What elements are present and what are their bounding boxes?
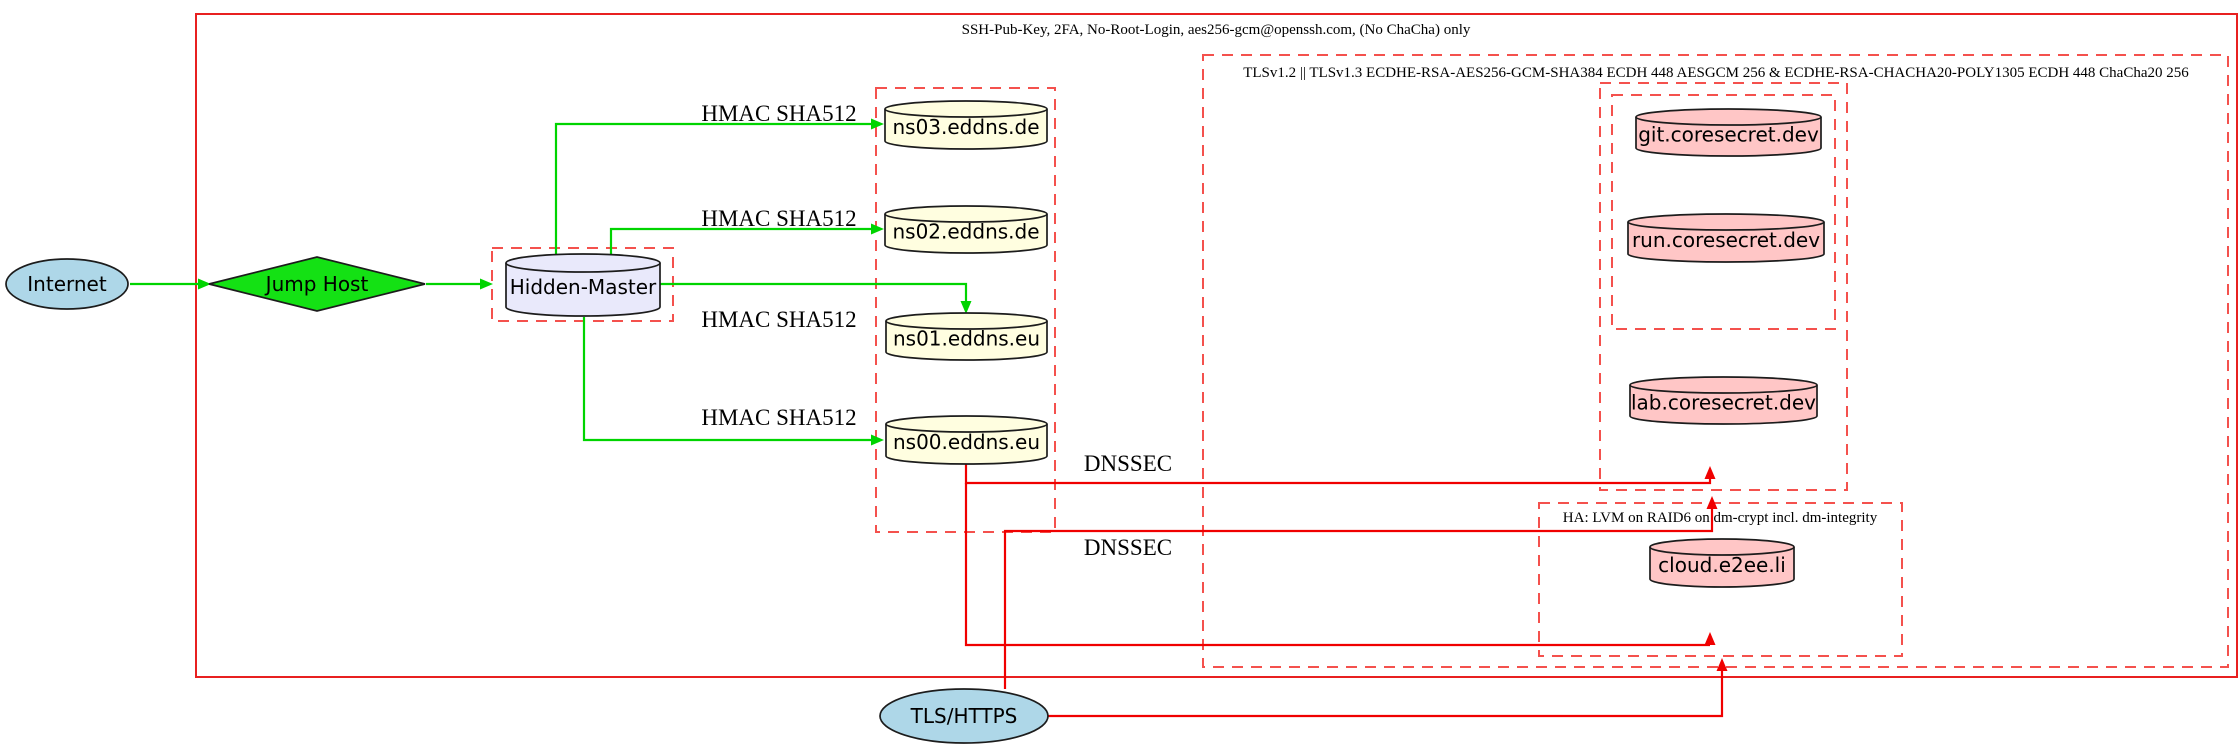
ns00-cylinder-rim <box>885 423 1048 433</box>
edge-hidden-master-to-ns02-arrowhead <box>871 223 884 235</box>
edge-hidden-master-to-ns03-arrowhead <box>871 118 884 130</box>
ns02-cylinder-rim <box>884 213 1048 223</box>
node-ns03: ns03.eddns.de <box>884 100 1048 150</box>
ns02-cylinder-body <box>884 205 1048 254</box>
ns03-label: ns03.eddns.de <box>892 115 1039 139</box>
edge-hidden-master-to-ns00 <box>582 317 871 442</box>
cluster-ssh-border <box>195 13 2238 678</box>
edge-tls-https-to-ha-arrowhead <box>1716 658 1728 671</box>
cluster-storage-border <box>1599 82 1848 491</box>
edge-ns00-dnssec-to-ha-arrowhead <box>1704 632 1716 645</box>
ns00-cylinder-body <box>885 415 1048 465</box>
edge-ns00-dnssec-to-storage <box>964 462 1712 485</box>
node-lab: lab.coresecret.dev <box>1629 376 1818 425</box>
edge-internet-to-jump-host-arrowhead <box>198 278 211 290</box>
edge-hidden-master-to-ns01-label: HMAC SHA512 <box>701 307 856 332</box>
hidden-master-cylinder-body <box>505 253 661 317</box>
cloud-cylinder-body <box>1649 538 1795 588</box>
node-tls-https: TLS/HTTPS <box>879 688 1049 744</box>
git-cylinder-body <box>1635 108 1822 157</box>
edge-ns00-dnssec-to-storage-arrowhead <box>1704 466 1716 479</box>
git-cylinder-rim <box>1635 116 1822 126</box>
edge-hidden-master-to-ns01-arrowhead <box>960 301 972 314</box>
hidden-master-label: Hidden-Master <box>510 275 657 299</box>
edge-jump-host-to-hidden-master-arrowhead <box>480 278 493 290</box>
run-cylinder-rim <box>1627 221 1825 231</box>
tls-https-ellipse-shape <box>879 688 1049 744</box>
node-hidden-master: Hidden-Master <box>505 253 661 317</box>
cloud-label: cloud.e2ee.li <box>1658 553 1786 577</box>
ns03-cylinder-rim <box>884 108 1048 118</box>
lab-cylinder-body <box>1629 376 1818 425</box>
edge-ns00-dnssec-to-ha <box>964 483 1710 647</box>
edge-hidden-master-to-ns01 <box>660 282 968 301</box>
edge-tls-https-to-storage-label: DNSSEC <box>1084 535 1172 560</box>
ns01-cylinder-rim <box>885 320 1048 330</box>
node-ns02: ns02.eddns.de <box>884 205 1048 254</box>
cluster-tls-border <box>1202 54 2229 668</box>
node-cloud: cloud.e2ee.li <box>1649 538 1795 588</box>
jump-host-diamond-shape <box>208 256 426 312</box>
run-cylinder-body <box>1627 213 1825 263</box>
jump-host-label: Jump Host <box>264 272 369 296</box>
tls-https-label: TLS/HTTPS <box>910 704 1018 728</box>
node-ns01: ns01.eddns.eu <box>885 312 1048 361</box>
ns03-cylinder-body <box>884 100 1048 150</box>
cluster-ssh-label: SSH-Pub-Key, 2FA, No-Root-Login, aes256-… <box>962 22 1471 38</box>
edge-hidden-master-to-ns00-label: HMAC SHA512 <box>701 405 856 430</box>
edge-tls-https-to-storage-arrowhead <box>1706 496 1718 509</box>
edge-tls-https-to-storage <box>1003 509 1714 689</box>
cluster-tls-label: TLSv1.2 || TLSv1.3 ECDHE-RSA-AES256-GCM-… <box>1243 65 2189 81</box>
edge-hidden-master-to-ns02-label: HMAC SHA512 <box>701 206 856 231</box>
edge-tls-https-to-ha <box>1047 671 1724 718</box>
node-run: run.coresecret.dev <box>1627 213 1825 263</box>
ns01-cylinder-body <box>885 312 1048 361</box>
ns01-label: ns01.eddns.eu <box>893 327 1040 351</box>
hidden-master-cylinder-rim <box>505 262 661 273</box>
lab-cylinder-rim <box>1629 384 1818 394</box>
node-internet: Internet <box>5 258 129 310</box>
edge-hidden-master-to-ns02 <box>609 227 871 254</box>
edge-hidden-master-to-ns03 <box>554 122 871 254</box>
ns02-label: ns02.eddns.de <box>892 220 1039 244</box>
edge-hidden-master-to-ns03-label: HMAC SHA512 <box>701 101 856 126</box>
edge-ns00-dnssec-to-storage-label: DNSSEC <box>1084 451 1172 476</box>
run-label: run.coresecret.dev <box>1632 228 1820 252</box>
cluster-ha-label: HA: LVM on RAID6 on dm-crypt incl. dm-in… <box>1563 510 1878 526</box>
internet-label: Internet <box>27 272 107 296</box>
git-label: git.coresecret.dev <box>1638 123 1819 147</box>
cluster-ha-border <box>1538 502 1903 657</box>
node-jump-host: Jump Host <box>208 256 426 312</box>
lab-label: lab.coresecret.dev <box>1631 391 1816 415</box>
internet-ellipse-shape <box>5 258 129 310</box>
edge-hidden-master-to-ns00-arrowhead <box>871 434 884 446</box>
ns00-label: ns00.eddns.eu <box>893 430 1040 454</box>
node-ns00: ns00.eddns.eu <box>885 415 1048 465</box>
cloud-cylinder-rim <box>1649 546 1795 556</box>
node-git: git.coresecret.dev <box>1635 108 1822 157</box>
